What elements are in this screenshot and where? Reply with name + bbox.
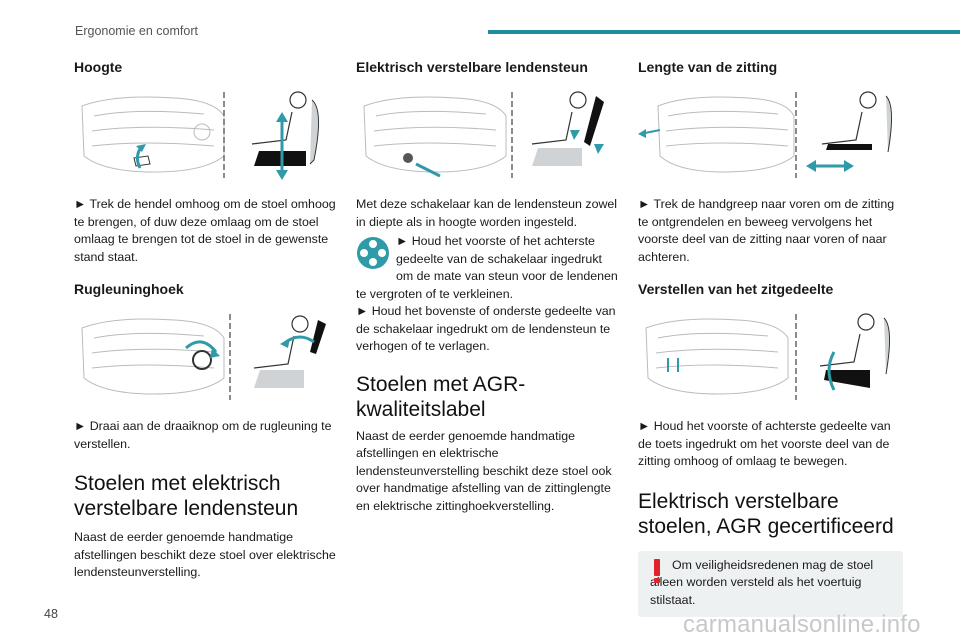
heading-lendensteun: Elektrisch verstelbare lendensteun <box>356 59 588 75</box>
warning-exclamation-icon <box>654 558 660 583</box>
text-zitgedeelte: ► Houd het voorste of achterste gedeelte… <box>638 419 891 468</box>
text-agr: Naast de eerder genoemde handmatige afst… <box>356 428 612 513</box>
heading-gecertificeerd: Elektrisch verstelbare stoelen, AGR gece… <box>638 489 894 538</box>
text-lendensteun-diepte: ► Houd het voorste of het achterste gede… <box>356 234 618 301</box>
text-elektrische-lendensteun: Naast de eerder genoemde handmatige afst… <box>74 530 336 579</box>
lumbar-switch-icon <box>357 237 389 269</box>
text-lengte-zitting: ► Trek de handgreep naar voren om de zit… <box>638 197 895 264</box>
text-rugleuninghoek: ► Draai aan de draaiknop om de rugleunin… <box>74 419 332 451</box>
page-number: 48 <box>44 607 58 621</box>
column-1: Hoogte ► Trek de hendel omhoog om de sto… <box>74 58 339 582</box>
header-title: Ergonomie en comfort <box>75 24 198 38</box>
heading-rugleuninghoek: Rugleuninghoek <box>74 281 184 297</box>
watermark: carmanualsonline.info <box>683 611 921 638</box>
heading-agr: Stoelen met AGR-kwaliteitslabel <box>356 372 526 421</box>
figure-backrest-angle <box>74 308 339 404</box>
warning-text: Om veiligheidsredenen mag de stoel allee… <box>650 557 874 607</box>
text-hoogte: ► Trek de hendel omhoog om de stoel omho… <box>74 197 336 264</box>
text-lendensteun-intro: Met deze schakelaar kan de lendensteun z… <box>356 197 618 229</box>
column-3: Lengte van de zitting ► Trek de handgree… <box>638 58 903 617</box>
text-lendensteun-hoogte: ► Houd het bovenste of onderste gedeelte… <box>356 304 616 353</box>
figure-lumbar-support <box>356 86 621 182</box>
heading-elektrische-lendensteun: Stoelen met elektrisch verstelbare lende… <box>74 472 299 520</box>
header-accent-bar <box>488 30 960 34</box>
figure-seat-length <box>638 86 903 182</box>
figure-seat-height <box>74 86 339 182</box>
heading-zitgedeelte: Verstellen van het zitgedeelte <box>638 281 834 297</box>
heading-hoogte: Hoogte <box>74 59 123 75</box>
warning-panel: Om veiligheidsredenen mag de stoel allee… <box>638 550 903 617</box>
figure-seat-tilt <box>638 308 903 404</box>
column-2: Elektrisch verstelbare lendensteun Met d… <box>356 58 621 515</box>
heading-lengte-zitting: Lengte van de zitting <box>638 59 778 75</box>
